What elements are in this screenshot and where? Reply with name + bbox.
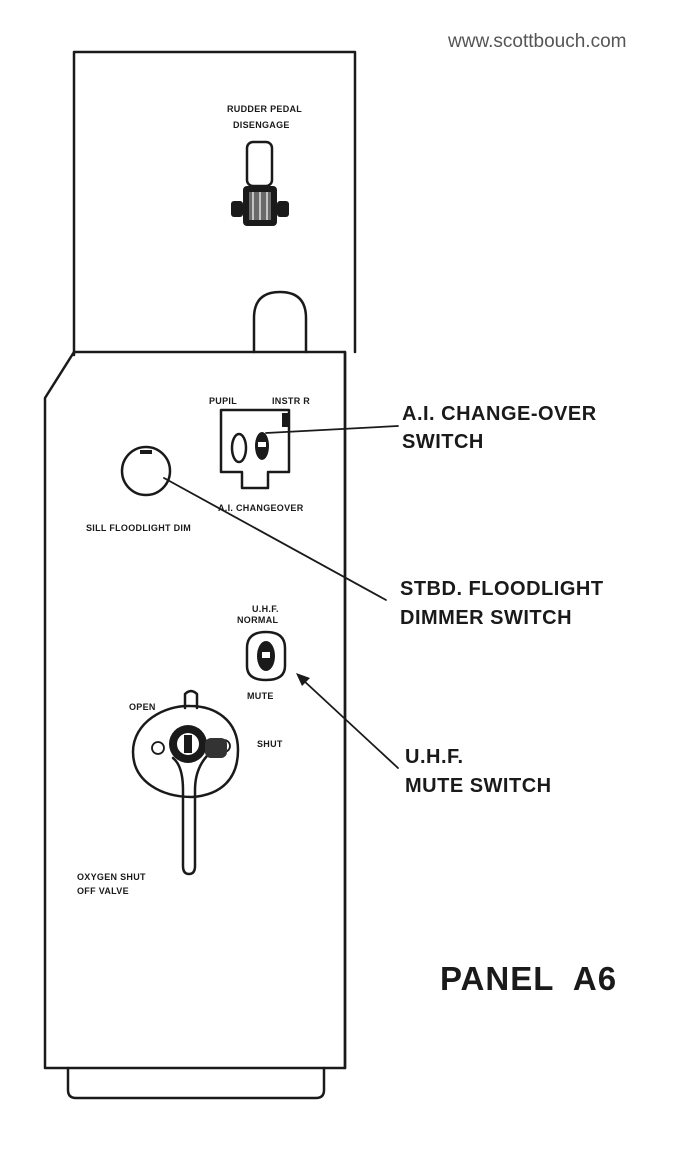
uhf-mute-toggle[interactable]: [245, 630, 287, 682]
rudder-pedal-label-2: DISENGAGE: [233, 120, 290, 130]
stbd-callout-line-1: STBD. FLOODLIGHT: [400, 578, 604, 600]
pupil-label: PUPIL: [209, 396, 237, 406]
watermark: www.scottbouch.com: [447, 31, 626, 52]
uhf-leader-line: [302, 679, 399, 769]
uhf-callout-line-1: U.H.F.: [405, 746, 464, 768]
uhf-leader-arrow: [296, 673, 310, 686]
uhf-label-2: NORMAL: [237, 615, 278, 625]
upper-panel: [72, 50, 357, 357]
rudder-pedal-lever[interactable]: [231, 140, 289, 226]
ai-callout-line-2: SWITCH: [402, 431, 484, 453]
stbd-callout-line-2: DIMMER SWITCH: [400, 607, 572, 629]
rudder-pedal-label-1: RUDDER PEDAL: [227, 104, 302, 114]
uhf-label-1: U.H.F.: [252, 604, 279, 614]
uhf-callout-line-2: MUTE SWITCH: [405, 775, 552, 797]
oxygen-label-1: OXYGEN SHUT: [77, 872, 146, 882]
open-label: OPEN: [129, 702, 156, 712]
oxygen-valve[interactable]: [131, 689, 240, 876]
panel-title: PANEL A6: [440, 960, 617, 997]
ai-changeover-label: A.I. CHANGEOVER: [218, 503, 304, 513]
floodlight-dimmer-knob[interactable]: [120, 445, 172, 497]
ai-leader-line: [265, 425, 399, 434]
stbd-leader-line: [163, 477, 387, 601]
sill-floodlight-label: SILL FLOODLIGHT DIM: [86, 523, 191, 533]
instr-label: INSTR R: [272, 396, 310, 406]
oxygen-label-2: OFF VALVE: [77, 886, 129, 896]
mute-label: MUTE: [247, 691, 274, 701]
main-panel: [43, 350, 347, 1100]
ai-changeover-switch[interactable]: [219, 408, 291, 490]
ai-callout-line-1: A.I. CHANGE-OVER: [402, 403, 597, 425]
shut-label: SHUT: [257, 739, 283, 749]
